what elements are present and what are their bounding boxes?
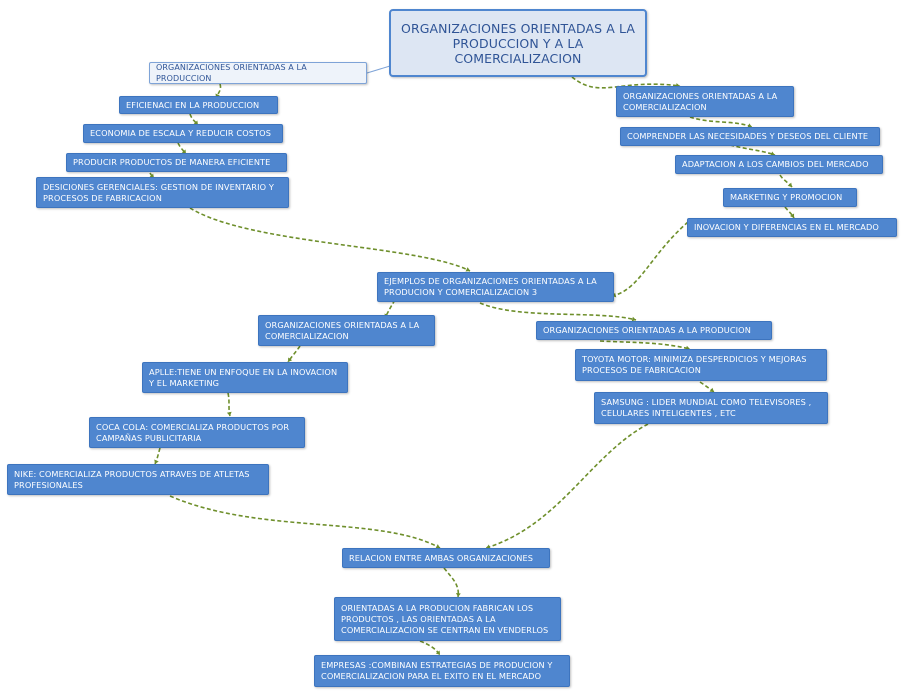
node-efficient-production[interactable]: PRODUCIR PRODUCTOS DE MANERA EFICIENTE [66,153,287,172]
arrowhead [455,592,461,597]
arrowhead [154,459,159,464]
node-examples[interactable]: EJEMPLOS DE ORGANIZACIONES ORIENTADAS A … [377,272,614,302]
node-customer-needs[interactable]: COMPRENDER LAS NECESIDADES Y DESEOS DEL … [620,127,880,146]
arrowhead [789,213,795,218]
node-label: TOYOTA MOTOR: MINIMIZA DESPERDICIOS Y ME… [582,354,807,375]
node-label: COMPRENDER LAS NECESIDADES Y DESEOS DEL … [627,131,869,141]
node-label: ORGANIZACIONES ORIENTADAS A LA PRODUCCIO… [156,63,307,83]
node-toyota[interactable]: TOYOTA MOTOR: MINIMIZA DESPERDICIOS Y ME… [575,349,827,381]
node-label: PRODUCIR PRODUCTOS DE MANERA EFICIENTE [73,157,271,167]
arrowhead [631,316,636,322]
node-management-decisions[interactable]: DESICIONES GERENCIALES: GESTION DE INVEN… [36,177,289,208]
arrowhead [709,387,714,392]
node-coca-cola[interactable]: COCA COLA: COMERCIALIZA PRODUCTOS POR CA… [89,417,305,448]
node-label: ORGANIZACIONES ORIENTADAS A LA COMERCIAL… [265,319,420,341]
node-commercialization-orientation[interactable]: ORGANIZACIONES ORIENTADAS A LA COMERCIAL… [616,86,794,117]
arrowhead [435,544,440,549]
connector [611,221,689,297]
node-market-adaptation[interactable]: ADAPTACION A LOS CAMBIOS DEL MERCADO [675,155,883,174]
arrowhead [149,173,154,178]
connector [485,423,649,549]
arrowhead [288,357,293,362]
node-label: ADAPTACION A LOS CAMBIOS DEL MERCADO [682,159,869,169]
arrowhead [181,149,186,154]
node-nike[interactable]: NIKE: COMERCIALIZA PRODUCTOS ATRAVES DE … [7,464,269,495]
node-label: ECONOMIA DE ESCALA Y REDUCIR COSTOS [90,128,271,138]
arrowhead [226,411,232,416]
connector [287,345,301,363]
connector [689,116,753,128]
central-topic-label: ORGANIZACIONES ORIENTADAS A LA PRODUCCIO… [401,20,635,66]
node-examples-commercialization[interactable]: ORGANIZACIONES ORIENTADAS A LA COMERCIAL… [258,315,435,346]
node-label: ORGANIZACIONES ORIENTADAS A LA COMERCIAL… [623,90,778,112]
node-label: DESICIONES GERENCIALES: GESTION DE INVEN… [43,181,274,203]
node-apple[interactable]: APLLE:TIENE UN ENFOQUE EN LA INOVACION Y… [142,362,348,393]
arrowhead [435,650,440,655]
node-label: COCA COLA: COMERCIALIZA PRODUCTOS POR CA… [96,421,290,443]
connector [189,207,471,272]
node-label: INOVACION Y DIFERENCIAS EN EL MERCADO [694,222,879,232]
node-market-innovation[interactable]: INOVACION Y DIFERENCIAS EN EL MERCADO [687,218,897,237]
node-label: RELACION ENTRE AMBAS ORGANIZACIONES [349,552,534,563]
arrowhead [486,544,491,550]
connector [571,76,681,89]
connector-center-to-production [366,65,391,74]
arrowhead [787,182,792,187]
node-label: MARKETING Y PROMOCION [730,192,843,202]
node-label: EJEMPLOS DE ORGANIZACIONES ORIENTADAS A … [384,276,597,297]
connector [599,340,691,350]
connector [177,142,187,155]
node-relation-production-vs-commercialization[interactable]: ORIENTADAS A LA PRODUCION FABRICAN LOS P… [334,597,561,641]
connector [443,567,460,598]
node-label: EFICIENACI EN LA PRODUCCION [126,99,260,110]
node-label: NIKE: COMERCIALIZA PRODUCTOS ATRAVES DE … [14,468,250,490]
arrowhead [770,151,775,157]
node-relation[interactable]: RELACION ENTRE AMBAS ORGANIZACIONES [342,548,550,568]
node-examples-production[interactable]: ORGANIZACIONES ORIENTADAS A LA PRODUCION [536,321,772,340]
node-label: SAMSUNG : LIDER MUNDIAL COMO TELEVISORES… [601,397,812,418]
node-label: EMPRESAS :COMBINAN ESTRATEGIAS DE PRODUC… [321,660,553,681]
node-economies-of-scale[interactable]: ECONOMIA DE ESCALA Y REDUCIR COSTOS [83,124,283,143]
connector [479,302,637,321]
connector [169,495,441,549]
node-label: ORIENTADAS A LA PRODUCION FABRICAN LOS P… [341,602,549,635]
arrowhead [193,120,198,125]
node-label: ORGANIZACIONES ORIENTADAS A LA PRODUCION [543,325,751,335]
central-topic[interactable]: ORGANIZACIONES ORIENTADAS A LA PRODUCCIO… [389,9,647,77]
connector [729,144,776,156]
node-marketing-promotion[interactable]: MARKETING Y PROMOCION [723,188,857,207]
arrowhead [747,123,752,128]
node-label: APLLE:TIENE UN ENFOQUE EN LA INOVACION Y… [149,366,338,388]
connector [189,113,199,126]
arrowhead [465,267,470,272]
node-combined-strategies[interactable]: EMPRESAS :COMBINAN ESTRATEGIAS DE PRODUC… [314,655,570,687]
node-production-efficiency[interactable]: EFICIENACI EN LA PRODUCCION [119,96,278,114]
node-samsung[interactable]: SAMSUNG : LIDER MUNDIAL COMO TELEVISORES… [594,392,828,424]
node-production-orientation[interactable]: ORGANIZACIONES ORIENTADAS A LA PRODUCCIO… [149,62,367,84]
